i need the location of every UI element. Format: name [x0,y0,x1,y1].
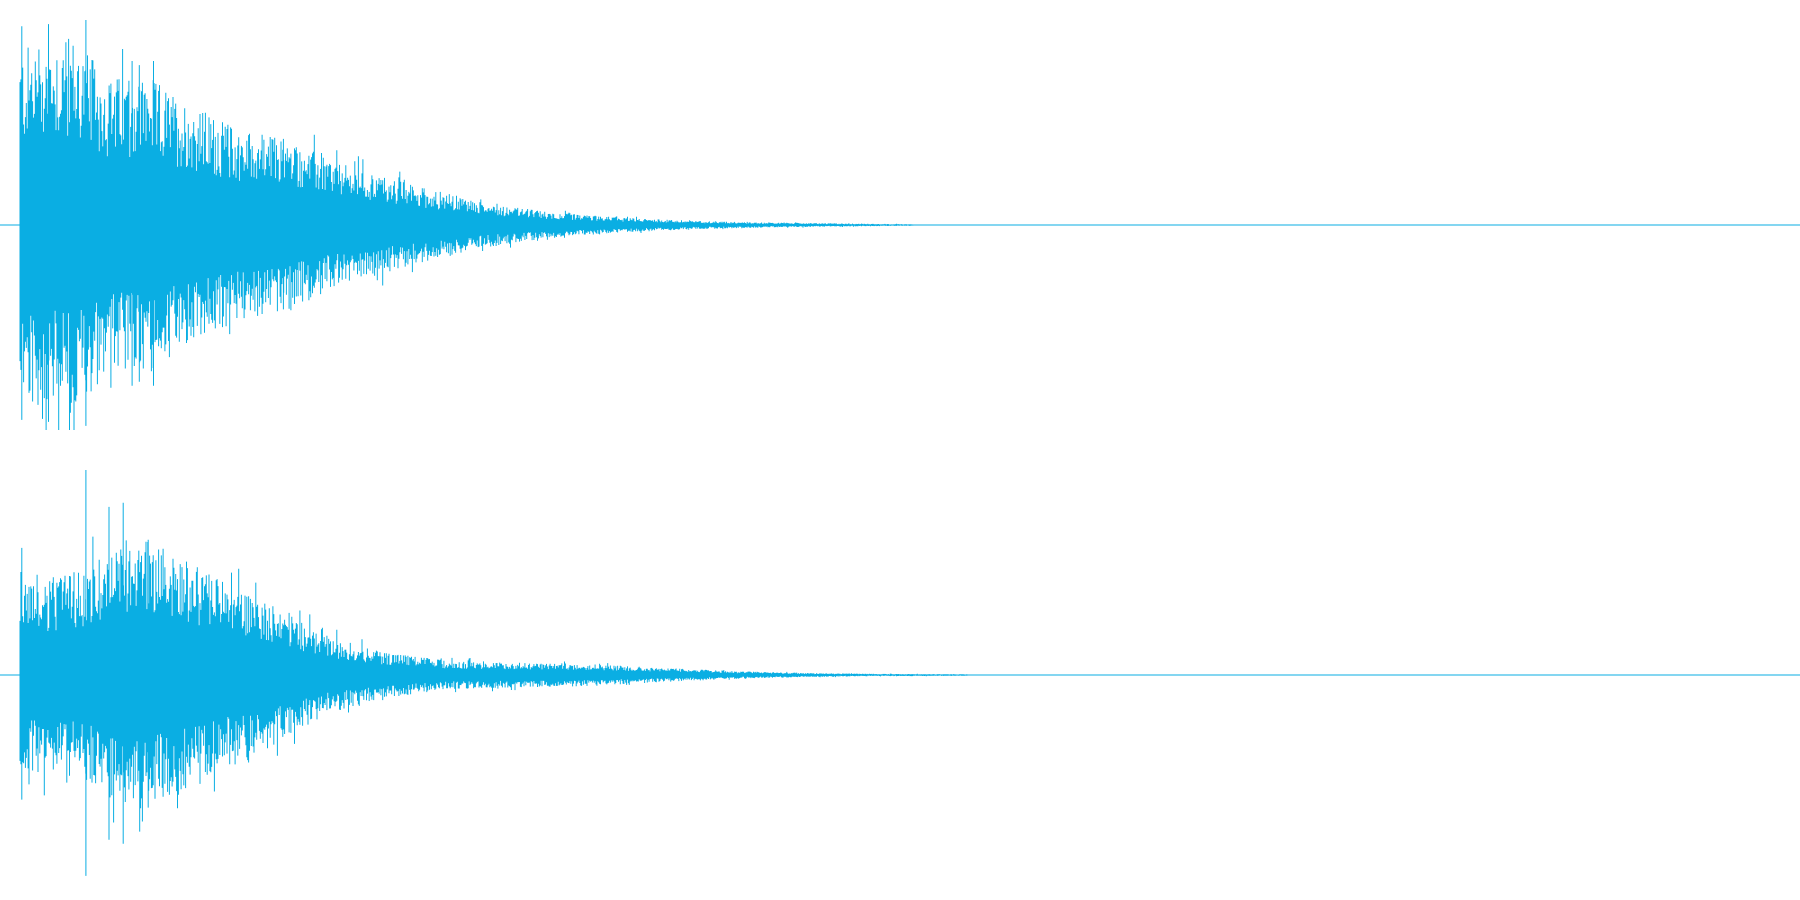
channel-1-samples [19,20,926,430]
channel-2-samples [19,470,979,876]
channel-2-waveform [0,470,1800,876]
channel-1-waveform [0,20,1800,430]
